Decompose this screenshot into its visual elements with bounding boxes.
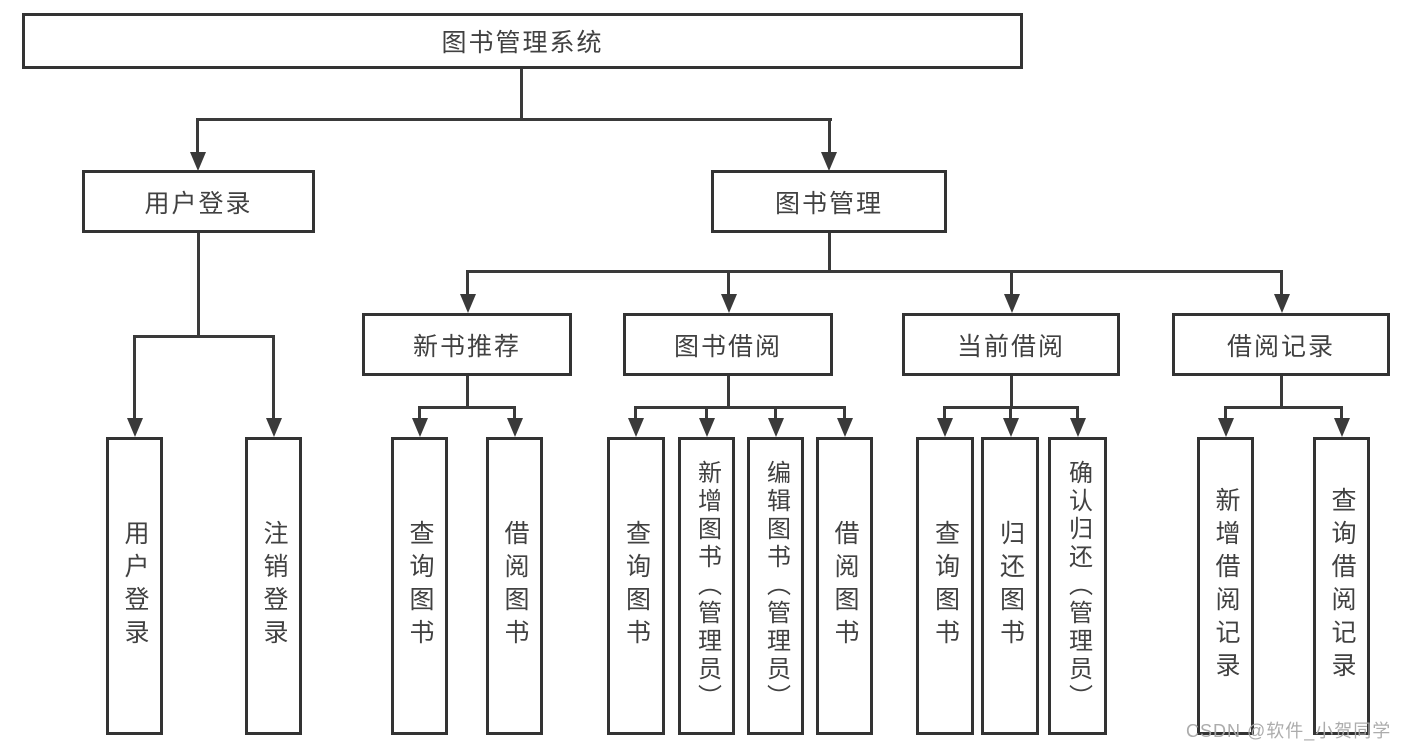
arrow-down-icon [837, 418, 853, 437]
connector-line [197, 233, 200, 337]
connector-line [513, 406, 516, 420]
arrow-down-icon [1218, 418, 1234, 437]
leaf-logout: 注销登录 [245, 437, 302, 735]
connector-line [1340, 406, 1343, 420]
connector-line [828, 233, 831, 272]
connector-line [418, 406, 421, 420]
connector-line [1280, 376, 1283, 408]
connector-line [1280, 270, 1283, 296]
leaf-bb-edit-book: 编辑图书（管理员） [747, 437, 804, 735]
arrow-down-icon [412, 418, 428, 437]
connector-line [727, 270, 730, 296]
connector-line [1009, 406, 1012, 420]
leaf-user-login-label: 用户登录 [121, 520, 149, 652]
node-root-label: 图书管理系统 [441, 29, 604, 57]
leaf-bb-query-book: 查询图书 [607, 437, 665, 735]
leaf-br-add-record: 新增借阅记录 [1197, 437, 1254, 735]
arrow-down-icon [628, 418, 644, 437]
node-book-borrow-label: 图书借阅 [673, 332, 782, 361]
connector-line [133, 335, 136, 420]
node-book-borrow: 图书借阅 [623, 313, 833, 376]
connector-line [466, 270, 469, 296]
arrow-down-icon [127, 418, 143, 437]
leaf-br-add-record-label: 新增借阅记录 [1212, 487, 1240, 685]
arrow-down-icon [507, 418, 523, 437]
connector-line [843, 406, 846, 420]
connector-line [634, 406, 845, 409]
leaf-bb-add-book: 新增图书（管理员） [678, 437, 735, 735]
arrow-down-icon [937, 418, 953, 437]
leaf-bb-borrow-book-label: 借阅图书 [831, 520, 859, 652]
leaf-nbr-query-book-label: 查询图书 [406, 520, 434, 652]
leaf-nbr-borrow-book: 借阅图书 [486, 437, 543, 735]
leaf-cb-query-book: 查询图书 [916, 437, 974, 735]
node-new-book-rec: 新书推荐 [362, 313, 572, 376]
leaf-cb-return-book: 归还图书 [981, 437, 1039, 735]
arrow-down-icon [1274, 294, 1290, 313]
leaf-nbr-borrow-book-label: 借阅图书 [501, 520, 529, 652]
node-new-book-rec-label: 新书推荐 [412, 332, 521, 361]
leaf-nbr-query-book: 查询图书 [391, 437, 448, 735]
connector-line [196, 118, 832, 121]
arrow-down-icon [266, 418, 282, 437]
connector-line [705, 406, 708, 420]
leaf-bb-edit-book-label: 编辑图书（管理员） [762, 460, 790, 712]
connector-line [196, 118, 199, 155]
connector-line [466, 376, 469, 408]
arrow-down-icon [768, 418, 784, 437]
node-borrow-record: 借阅记录 [1172, 313, 1390, 376]
arrow-down-icon [1004, 294, 1020, 313]
connector-line [466, 270, 1281, 273]
connector-line [828, 118, 831, 155]
connector-line [418, 406, 515, 409]
connector-line [1076, 406, 1079, 420]
connector-line [1010, 270, 1013, 296]
connector-line [943, 406, 946, 420]
leaf-bb-query-book-label: 查询图书 [622, 520, 651, 652]
leaf-cb-confirm-return: 确认归还（管理员） [1048, 437, 1107, 735]
connector-line [1224, 406, 1342, 409]
leaf-cb-return-book-label: 归还图书 [996, 520, 1025, 652]
connector-line [727, 376, 730, 408]
arrow-down-icon [821, 152, 837, 171]
connector-line [774, 406, 777, 420]
leaf-cb-confirm-return-label: 确认归还（管理员） [1064, 460, 1092, 712]
arrow-down-icon [721, 294, 737, 313]
leaf-logout-label: 注销登录 [260, 520, 288, 652]
arrow-down-icon [1003, 418, 1019, 437]
leaf-bb-add-book-label: 新增图书（管理员） [693, 460, 721, 712]
connector-line [272, 335, 275, 420]
node-book-mgmt: 图书管理 [711, 170, 947, 233]
node-root: 图书管理系统 [22, 13, 1023, 69]
connector-line [1224, 406, 1227, 420]
node-book-mgmt-label: 图书管理 [774, 189, 883, 218]
arrow-down-icon [460, 294, 476, 313]
leaf-bb-borrow-book: 借阅图书 [816, 437, 873, 735]
arrow-down-icon [1070, 418, 1086, 437]
leaf-br-query-record-label: 查询借阅记录 [1328, 487, 1356, 685]
arrow-down-icon [1334, 418, 1350, 437]
connector-line [1010, 376, 1013, 408]
node-borrow-record-label: 借阅记录 [1226, 332, 1335, 361]
node-current-borrow: 当前借阅 [902, 313, 1120, 376]
node-current-borrow-label: 当前借阅 [956, 332, 1065, 361]
leaf-cb-query-book-label: 查询图书 [931, 520, 960, 652]
arrow-down-icon [699, 418, 715, 437]
arrow-down-icon [190, 152, 206, 171]
connector-line [520, 69, 523, 120]
connector-line [133, 335, 274, 338]
node-user-login: 用户登录 [82, 170, 315, 233]
connector-line [634, 406, 637, 420]
csdn-watermark: CSDN @软件_小贺同学 [1186, 721, 1392, 741]
leaf-br-query-record: 查询借阅记录 [1313, 437, 1370, 735]
node-user-login-label: 用户登录 [144, 189, 253, 218]
leaf-user-login: 用户登录 [106, 437, 163, 735]
